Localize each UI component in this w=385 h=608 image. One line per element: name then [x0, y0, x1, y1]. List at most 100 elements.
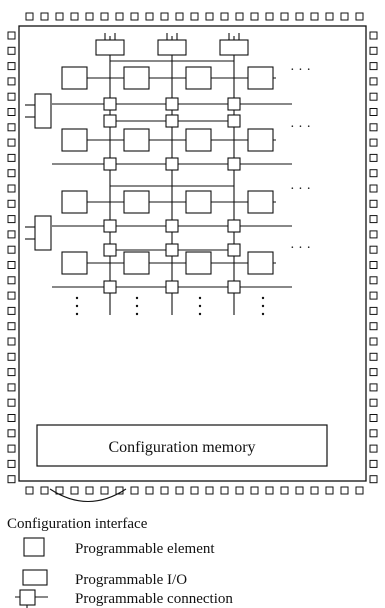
- vertical-ellipsis-dot: [198, 296, 202, 300]
- io-pad: [100, 486, 109, 495]
- io-pad: [85, 12, 94, 21]
- programmable-element: [123, 190, 150, 214]
- configuration-memory-block: Configuration memory: [36, 424, 328, 467]
- legend-label-element: Programmable element: [75, 541, 215, 557]
- io-pad: [7, 199, 16, 208]
- io-pad: [265, 12, 274, 21]
- io-pad: [369, 352, 378, 361]
- io-pad: [7, 108, 16, 116]
- io-pad: [369, 276, 378, 285]
- io-pad: [7, 306, 16, 315]
- programmable-io-blocks: [25, 33, 249, 251]
- io-pad: [355, 12, 364, 21]
- io-pad: [7, 123, 16, 132]
- io-pad: [7, 46, 16, 55]
- io-pad-ring: [7, 12, 378, 495]
- programmable-connection: [227, 157, 241, 171]
- io-pad: [7, 62, 16, 71]
- io-pad: [235, 486, 244, 495]
- io-pad: [369, 291, 378, 300]
- io-pad: [7, 322, 16, 331]
- io-pad: [369, 169, 378, 178]
- programmable-connection: [103, 114, 117, 128]
- io-pad: [310, 12, 319, 21]
- programmable-element: [247, 66, 274, 90]
- io-pad: [355, 486, 364, 495]
- programmable-connection: [227, 97, 241, 111]
- programmable-element: [247, 190, 274, 214]
- io-pad: [55, 12, 64, 21]
- programmable-element-grid: [61, 66, 274, 275]
- io-pad: [7, 276, 16, 285]
- io-pad: [369, 459, 378, 468]
- io-pad: [7, 352, 16, 361]
- legend-label-io: Programmable I/O: [75, 572, 187, 588]
- programmable-connection: [165, 97, 179, 111]
- io-pad: [7, 169, 16, 178]
- horizontal-ellipsis: · · ·: [290, 63, 311, 78]
- io-pad: [369, 398, 378, 407]
- programmable-connection: [103, 280, 117, 294]
- io-pad: [369, 108, 378, 116]
- io-pad: [40, 486, 49, 495]
- io-pad: [205, 486, 214, 495]
- io-pad: [369, 230, 378, 239]
- io-pad: [7, 337, 16, 346]
- io-pad: [295, 12, 304, 21]
- horizontal-ellipsis: · · ·: [290, 241, 311, 256]
- io-pad: [7, 475, 16, 484]
- programmable-connection: [227, 280, 241, 294]
- programmable-element: [61, 128, 88, 152]
- programmable-element: [185, 190, 212, 214]
- io-pad: [7, 459, 16, 468]
- io-pad: [130, 486, 139, 495]
- io-pad: [369, 138, 378, 147]
- io-pad: [369, 414, 378, 422]
- io-pad: [265, 486, 274, 495]
- programmable-connection-symbol: [15, 589, 48, 608]
- io-pad: [40, 12, 49, 21]
- programmable-connection: [165, 280, 179, 294]
- legend-label-connection: Programmable connection: [75, 591, 233, 607]
- io-pad: [250, 12, 259, 21]
- programmable-element: [247, 251, 274, 275]
- programmable-connection: [103, 243, 117, 257]
- io-pad: [369, 322, 378, 331]
- io-pad: [7, 261, 16, 269]
- io-pad: [145, 486, 154, 495]
- io-pad: [369, 337, 378, 346]
- io-pad: [340, 486, 349, 495]
- io-pad: [160, 486, 169, 495]
- programmable-connection: [165, 219, 179, 233]
- io-pad: [325, 12, 334, 21]
- programmable-io-top: [95, 39, 125, 56]
- programmable-element: [123, 66, 150, 90]
- io-pad: [235, 12, 244, 21]
- io-pad: [280, 486, 289, 495]
- io-pad: [190, 12, 199, 21]
- programmable-element-symbol: [23, 537, 45, 557]
- io-pad: [250, 486, 259, 495]
- io-pad: [220, 12, 229, 21]
- io-pad: [7, 245, 16, 254]
- io-pad: [130, 12, 139, 21]
- io-pad: [205, 12, 214, 21]
- io-pad: [369, 31, 378, 40]
- io-pad: [7, 414, 16, 422]
- programmable-connection: [103, 97, 117, 111]
- programmable-element: [61, 190, 88, 214]
- programmable-connection: [103, 157, 117, 171]
- programmable-connection: [103, 219, 117, 233]
- io-pad: [369, 46, 378, 55]
- io-pad: [369, 123, 378, 132]
- programmable-connection: [165, 243, 179, 257]
- vertical-ellipsis-dot: [198, 312, 202, 316]
- io-pad: [369, 62, 378, 71]
- io-pad: [7, 138, 16, 147]
- io-pad: [175, 486, 184, 495]
- continuation-ellipses: · · ·· · ·· · ·· · ·: [75, 63, 311, 316]
- horizontal-ellipsis: · · ·: [290, 120, 311, 135]
- io-pad: [7, 444, 16, 453]
- programmable-io-left: [34, 93, 52, 129]
- io-pad: [190, 486, 199, 495]
